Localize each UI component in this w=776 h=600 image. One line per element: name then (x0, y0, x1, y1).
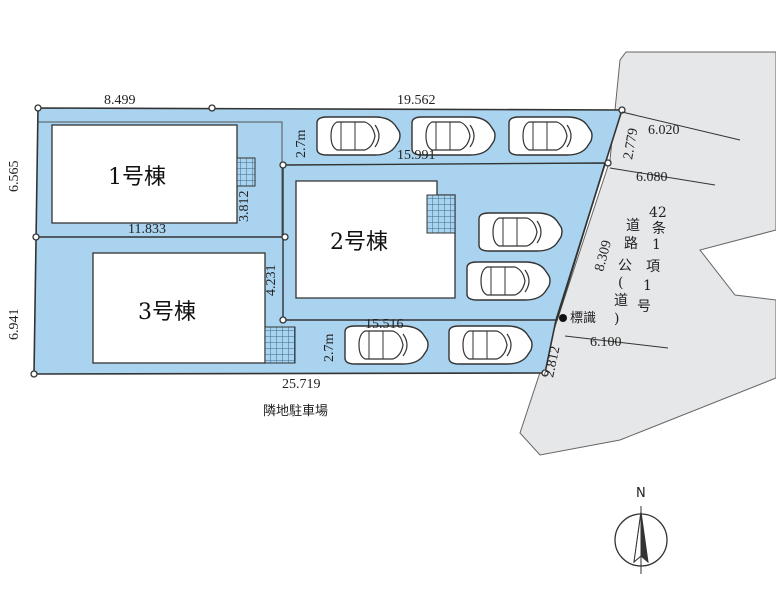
marker-label: 標識 (570, 311, 596, 326)
car-7 (448, 325, 533, 365)
road-dim-line-1 (621, 111, 741, 141)
neighbor-label: 隣地駐車場 (263, 403, 328, 419)
building-1-label: 1号棟 (108, 165, 166, 190)
dim-right-bottom: 2.812 (542, 345, 563, 379)
road-text-1: 42 (649, 205, 667, 221)
dim-road-3: 6.100 (590, 335, 622, 350)
marker-dot (559, 314, 567, 322)
road-text-paren-open: ( (618, 275, 623, 291)
dim-inner-top: 15.991 (397, 148, 436, 163)
building-2-label: 2号棟 (330, 230, 388, 255)
road-dim-line-3 (564, 335, 669, 349)
dim-b2-gap-top: 3.812 (237, 191, 252, 223)
building-1 (51, 124, 238, 224)
road-text-5: 路 (624, 236, 638, 252)
lot2-boundary (282, 162, 606, 321)
dim-road-1: 6.020 (648, 123, 680, 138)
dim-bottom: 25.719 (282, 377, 321, 392)
car-1 (316, 116, 401, 156)
compass-label: N (636, 486, 646, 501)
dim-left-lower: 6.941 (7, 309, 22, 341)
dim-right-top: 2.779 (621, 127, 641, 161)
dim-top-left: 8.499 (104, 93, 136, 108)
building-1-grid (236, 157, 256, 187)
compass-icon (614, 506, 668, 574)
dim-divider: 11.833 (128, 222, 166, 237)
road-text-3: 道 (626, 218, 640, 234)
road-dim-line-2 (609, 167, 716, 186)
road-text-10: 号 (637, 299, 651, 315)
building-3 (92, 252, 266, 364)
car-4 (478, 212, 563, 252)
car-5 (466, 261, 551, 301)
road-text-9: 道 (614, 293, 628, 309)
dim-b2-gap-bottom: 4.231 (264, 265, 279, 297)
road-text-8: 1 (643, 278, 652, 294)
dim-parking-top: 2.7m (294, 130, 309, 159)
dim-parking-bottom: 2.7m (322, 334, 337, 363)
car-3 (508, 116, 593, 156)
dim-top-right: 19.562 (397, 93, 436, 108)
dim-road-2: 6.080 (636, 170, 668, 185)
building-3-grid (264, 326, 296, 364)
dim-inner-bottom: 15.516 (365, 317, 404, 332)
building-2-grid (426, 194, 456, 234)
lot1-inner (38, 121, 283, 237)
building-3-label: 3号棟 (138, 300, 196, 325)
road-text-paren-close: ) (614, 311, 619, 327)
road-text-6: 項 (646, 259, 660, 275)
vertex-markers (30, 104, 626, 378)
dim-left-upper: 6.565 (7, 161, 22, 193)
road-text-4: 1 (652, 237, 661, 253)
road-text-2: 条 (652, 220, 666, 237)
road-text-7: 公 (618, 258, 632, 274)
